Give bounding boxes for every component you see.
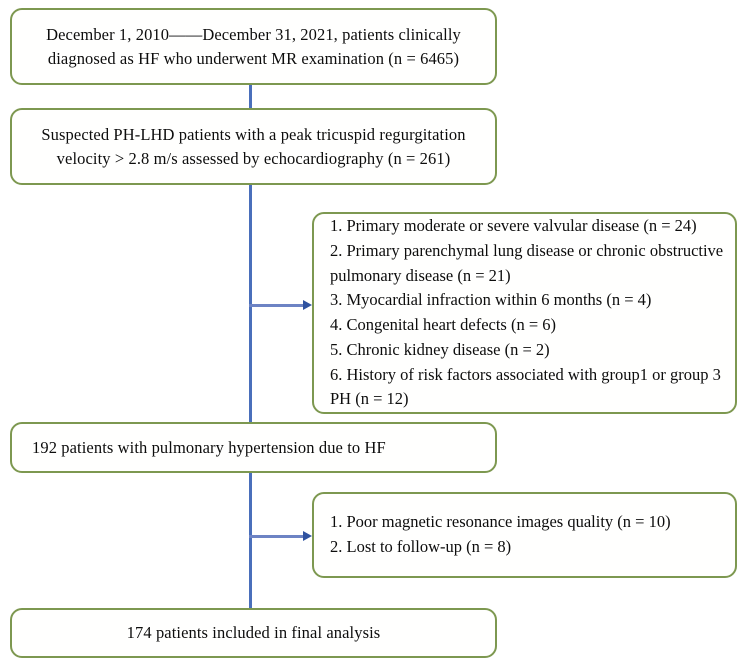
node-ph-due-to-hf: 192 patients with pulmonary hypertension…: [10, 422, 497, 473]
connector-branch-exclusions-second: [249, 535, 307, 538]
arrowhead-icon-exclusions-second: [303, 531, 312, 541]
connector-ph-hf-to-final: [249, 473, 252, 609]
connector-branch-exclusions-first: [249, 304, 307, 307]
list-item: 2. Primary parenchymal lung disease or c…: [330, 240, 724, 285]
list-item: 3. Myocardial infraction within 6 months…: [330, 290, 652, 310]
exclusions-second-list: 1. Poor magnetic resonance images qualit…: [324, 510, 671, 560]
arrowhead-icon-exclusions-first: [303, 300, 312, 310]
connector-enrollment-to-suspected: [249, 85, 252, 109]
list-item: 1. Poor magnetic resonance images qualit…: [330, 512, 671, 532]
list-item: 4. Congenital heart defects (n = 6): [330, 315, 557, 334]
node-enrollment-text: December 1, 2010——December 31, 2021, pat…: [46, 24, 461, 68]
node-ph-due-to-hf-text: 192 patients with pulmonary hypertension…: [32, 437, 386, 457]
node-final-analysis-text: 174 patients included in final analysis: [126, 623, 381, 643]
node-exclusions-first: 1. Primary moderate or severe valvular d…: [312, 212, 737, 414]
node-enrollment: December 1, 2010——December 31, 2021, pat…: [10, 8, 497, 85]
list-item: 5. Chronic kidney disease (n = 2): [330, 339, 550, 359]
node-exclusions-second: 1. Poor magnetic resonance images qualit…: [312, 492, 737, 578]
node-suspected-ph-lhd-text: Suspected PH-LHD patients with a peak tr…: [41, 124, 466, 168]
exclusions-first-list: 1. Primary moderate or severe valvular d…: [324, 214, 725, 412]
list-item: 1. Primary moderate or severe valvular d…: [330, 216, 697, 235]
list-item: 6. History of risk factors associated wi…: [330, 364, 721, 409]
node-suspected-ph-lhd: Suspected PH-LHD patients with a peak tr…: [10, 108, 497, 185]
list-item: 2. Lost to follow-up (n = 8): [330, 537, 512, 556]
node-final-analysis: 174 patients included in final analysis: [10, 608, 497, 658]
